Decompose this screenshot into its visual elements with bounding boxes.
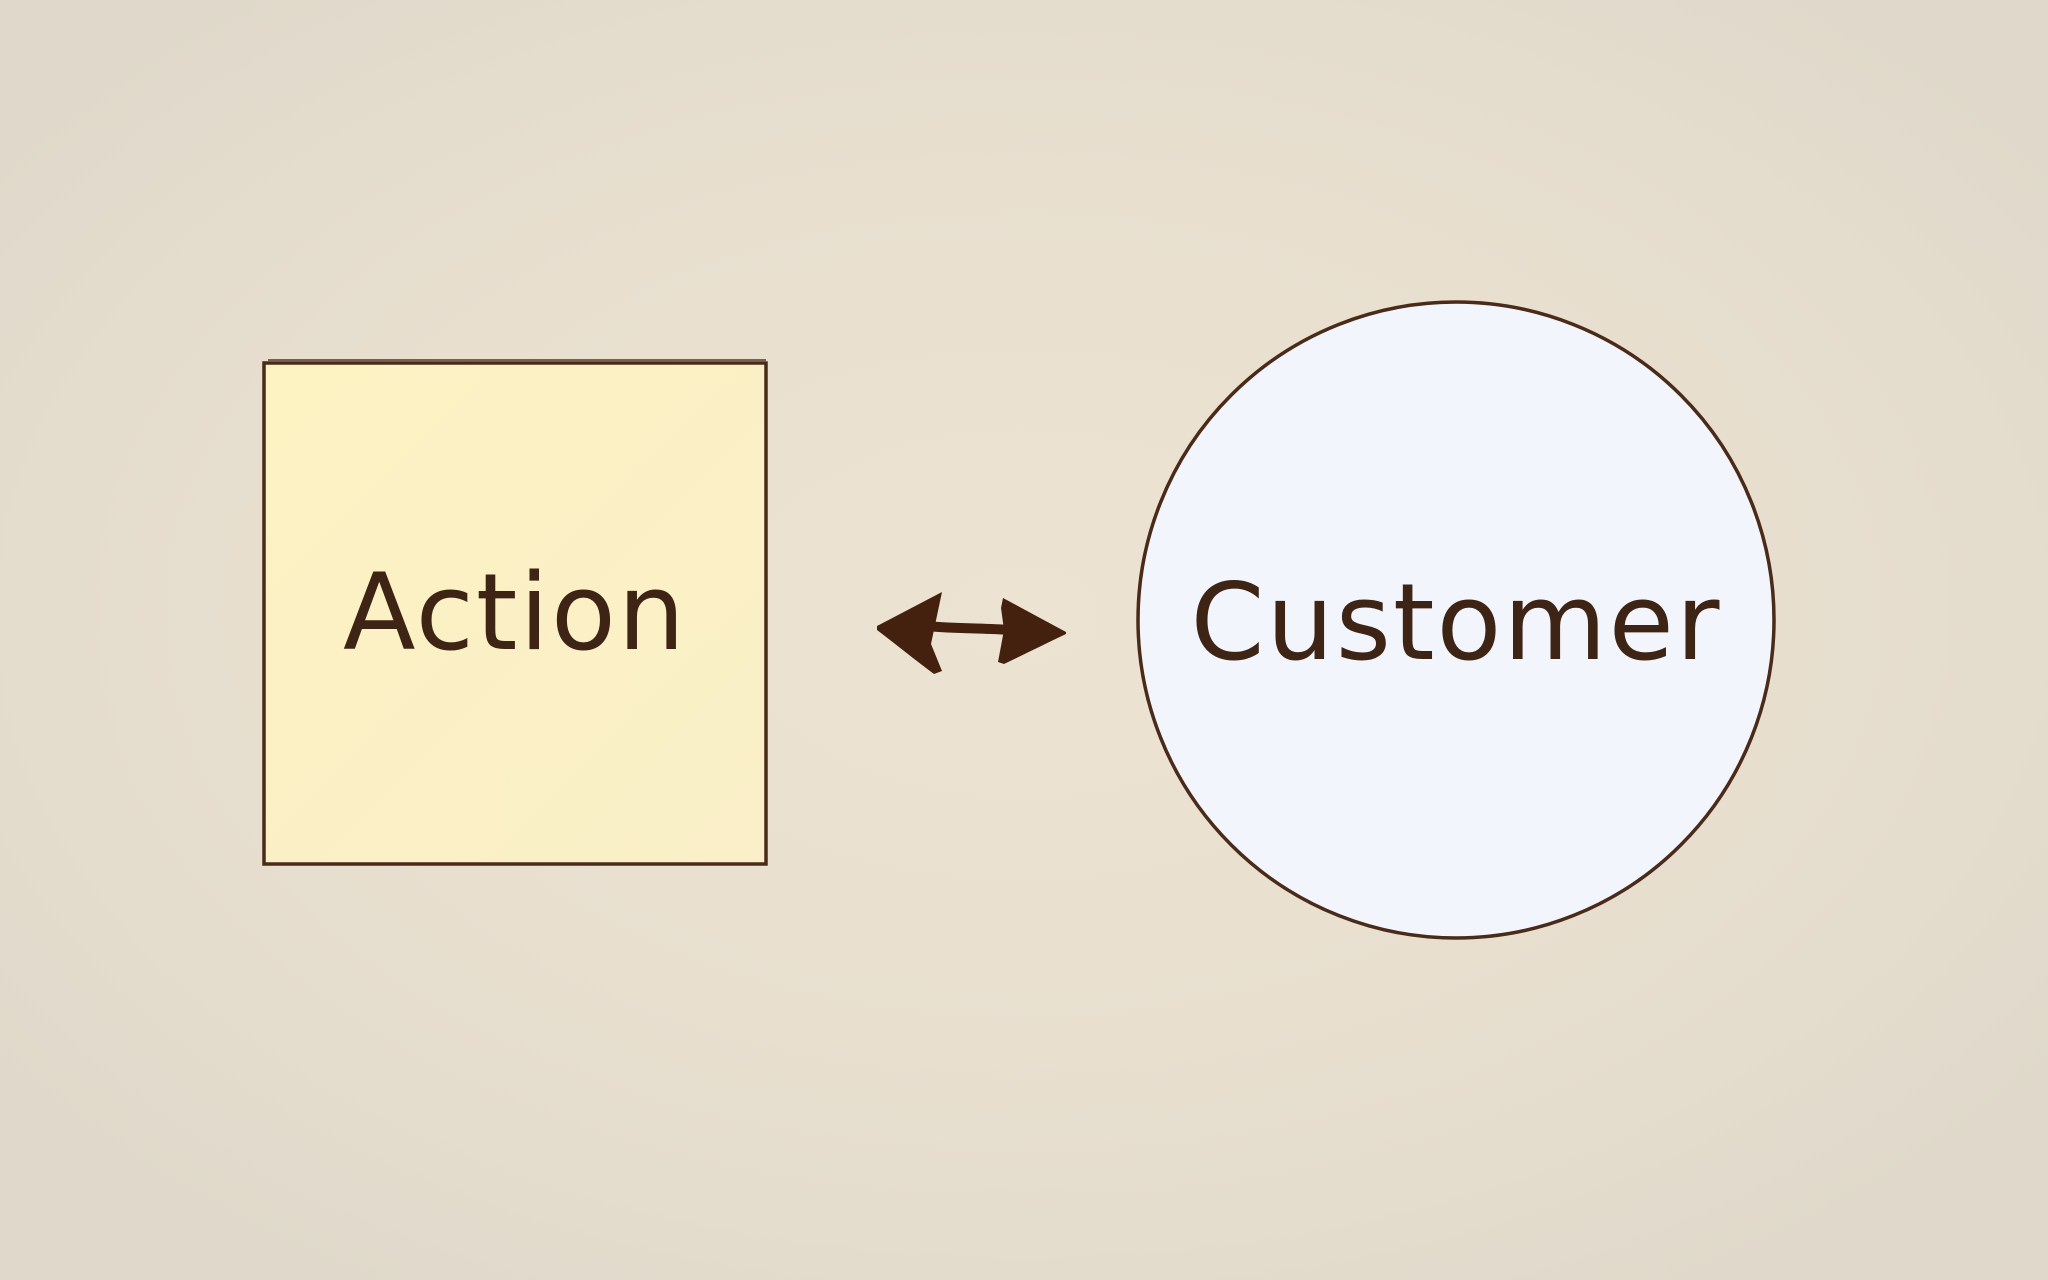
customer-label: Customer	[1190, 561, 1722, 684]
action-node[interactable]	[262, 359, 768, 866]
arrow-shaft	[920, 621, 1015, 635]
customer-node[interactable]	[1136, 300, 1776, 940]
arrow-head-left-icon	[877, 592, 942, 674]
action-label: Action	[343, 551, 687, 674]
bidirectional-arrow	[877, 592, 1066, 674]
arrow-head-right-icon	[998, 598, 1066, 664]
action-box	[262, 361, 768, 866]
customer-circle	[1136, 300, 1776, 940]
